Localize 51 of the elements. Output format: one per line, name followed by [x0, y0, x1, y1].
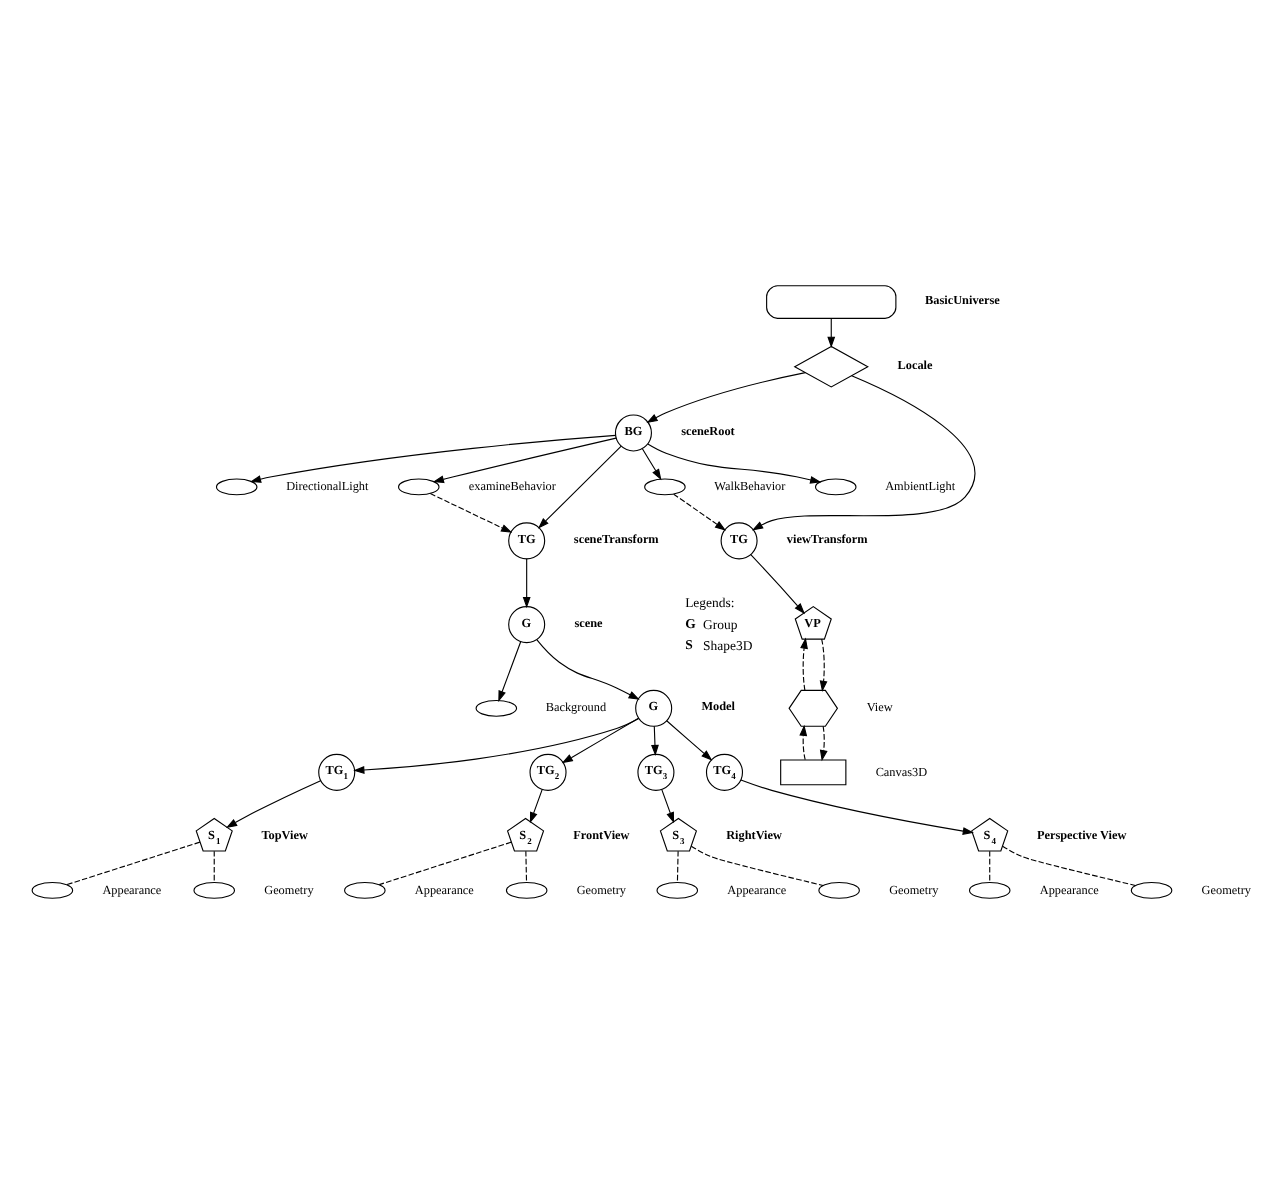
arrow	[561, 716, 640, 763]
connector	[1002, 844, 1136, 885]
node-ellipse	[31, 880, 74, 898]
arrow	[536, 638, 640, 699]
arrow	[429, 492, 513, 532]
connector	[676, 849, 679, 882]
arrow	[673, 492, 727, 530]
node-box	[780, 758, 847, 785]
node-ellipse	[814, 477, 857, 495]
arrow	[529, 787, 543, 823]
connector	[690, 844, 824, 885]
node-ellipse	[818, 880, 860, 898]
arrow	[498, 640, 522, 701]
node-ellipse	[344, 880, 386, 898]
arrow	[661, 787, 675, 823]
node-ellipse	[656, 880, 699, 898]
node-ellipse	[1130, 880, 1173, 898]
arrow	[353, 717, 640, 773]
arrow	[522, 557, 531, 608]
arrow	[647, 442, 822, 483]
arrow	[750, 552, 806, 614]
node-ellipse	[968, 880, 1011, 898]
arrow	[537, 444, 622, 528]
node-ellipse	[644, 477, 686, 495]
arrow	[819, 637, 828, 691]
arrow	[800, 636, 808, 690]
arrow	[249, 433, 617, 482]
arrow	[432, 436, 617, 483]
connector	[66, 840, 201, 885]
arrow	[819, 724, 828, 761]
arrow	[225, 779, 322, 828]
node-ellipse	[215, 477, 258, 495]
arrow	[641, 447, 662, 480]
node-ellipse	[193, 880, 235, 898]
connector	[378, 840, 512, 885]
arrow	[799, 723, 808, 760]
arrow	[646, 371, 806, 423]
connector	[525, 849, 528, 882]
arrow	[740, 778, 974, 834]
node-box	[766, 284, 897, 318]
arrow	[651, 724, 659, 756]
node-ellipse	[475, 698, 518, 716]
node-ellipse	[398, 477, 440, 495]
connector	[989, 849, 991, 882]
arrow	[666, 719, 713, 760]
node-hexagon	[788, 688, 839, 726]
arrow	[827, 317, 836, 347]
arrow	[751, 374, 976, 530]
node-diamond	[793, 344, 869, 387]
node-ellipse	[505, 880, 548, 898]
connector	[213, 849, 215, 882]
